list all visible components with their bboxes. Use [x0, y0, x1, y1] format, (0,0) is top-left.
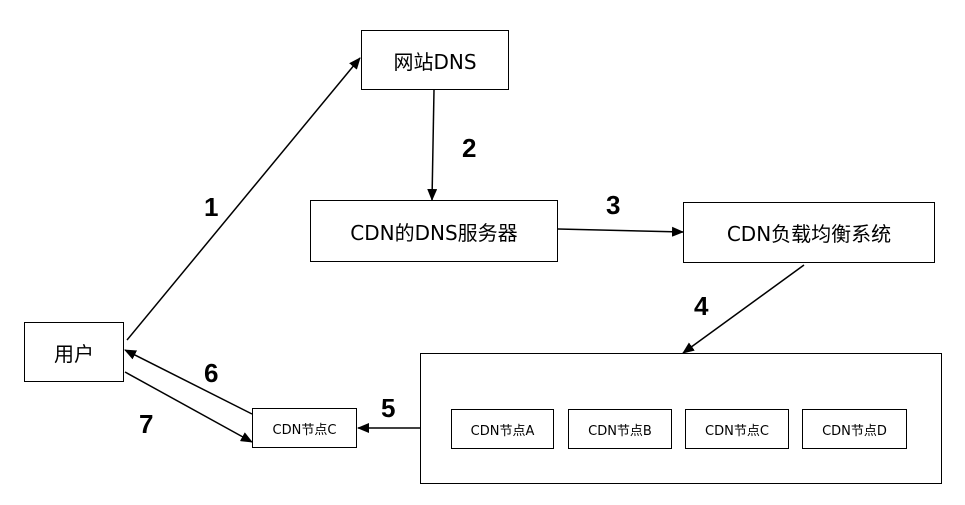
step-label-6: 6 [204, 358, 219, 388]
cdn-node-d-box: CDN节点D [802, 409, 907, 449]
step-label-4: 4 [694, 291, 709, 321]
arrow-step-7 [124, 371, 253, 443]
step-label-1: 1 [204, 192, 219, 222]
arrow-step-3 [557, 226, 684, 237]
step-label-7: 7 [139, 409, 154, 439]
arrow-step-1 [126, 57, 361, 341]
cdn-dns-server-label: CDN的DNS服务器 [350, 220, 518, 245]
step-label-2: 2 [462, 133, 477, 163]
cdn-load-balancer-box: CDN负载均衡系统 [683, 202, 935, 263]
cdn-node-a-box: CDN节点A [451, 409, 554, 449]
website-dns-box: 网站DNS [361, 30, 509, 90]
cdn-node-b-label: CDN节点B [588, 423, 652, 439]
arrow-step-6 [124, 349, 253, 415]
user-box: 用户 [24, 322, 124, 382]
cdn-dns-server-box: CDN的DNS服务器 [310, 200, 558, 262]
cdn-node-a-label: CDN节点A [470, 423, 535, 439]
cdn-node-c-label: CDN节点C [705, 423, 769, 439]
cdn-node-b-box: CDN节点B [568, 409, 672, 449]
user-label: 用户 [54, 341, 94, 366]
selected-cdn-node-label: CDN节点C [272, 422, 337, 438]
selected-cdn-node-box: CDN节点C [252, 408, 357, 448]
cdn-load-balancer-label: CDN负载均衡系统 [726, 222, 892, 246]
cdn-node-d-label: CDN节点D [822, 423, 887, 439]
step-label-5: 5 [381, 393, 396, 423]
arrow-step-2 [427, 89, 438, 201]
website-dns-label: 网站DNS [393, 49, 477, 74]
cdn-node-c-box: CDN节点C [685, 409, 789, 449]
arrow-step-4 [682, 264, 805, 354]
step-label-3: 3 [606, 190, 621, 220]
